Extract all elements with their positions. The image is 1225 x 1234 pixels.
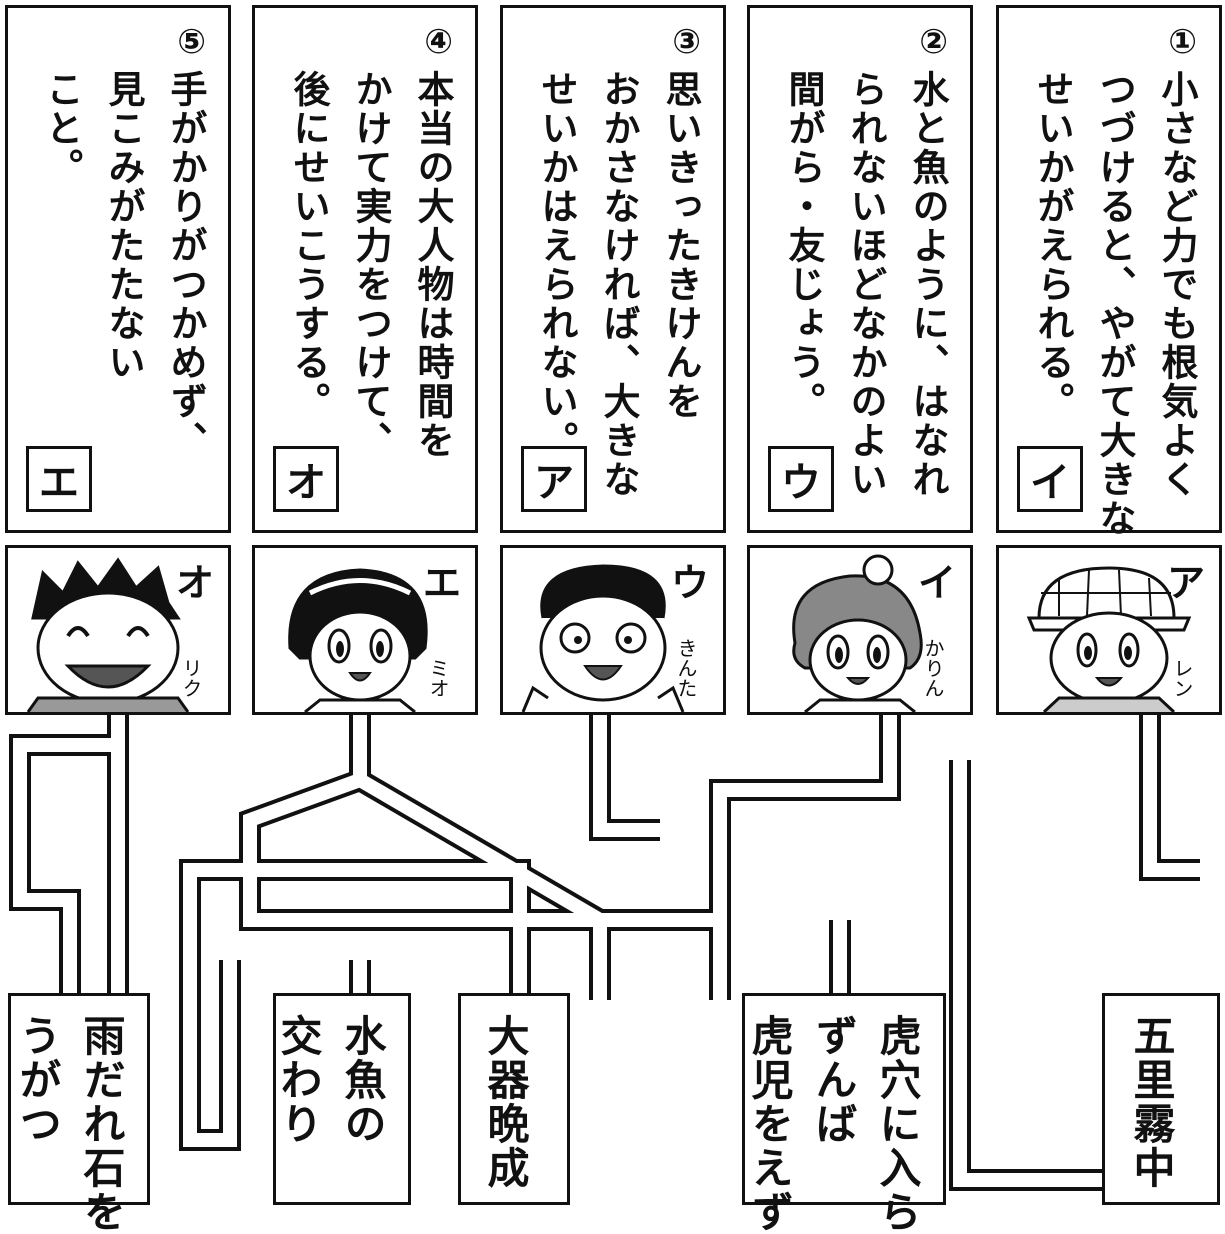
character-card-u[interactable]: ウ きんた	[500, 545, 726, 715]
character-card-a[interactable]: ア レン	[996, 545, 1222, 715]
clue-line: せいかがえられる。	[1031, 70, 1074, 421]
clue-line: こと。	[40, 70, 83, 187]
character-letter: ウ	[670, 561, 709, 605]
answer-box[interactable]: イ	[1017, 446, 1083, 512]
idiom-text: 五里霧中	[1119, 1014, 1183, 1204]
character-name: かりん	[921, 638, 945, 698]
idiom-line: 雨だれ石を	[77, 1014, 126, 1234]
clue-number: ④	[424, 22, 453, 62]
character-letter: オ	[175, 561, 214, 605]
character-letter: エ	[422, 561, 461, 605]
boy-cap-face-icon	[1026, 566, 1192, 712]
clue-text: 思いきったきけんを おかさなければ、大きな せいかはえられない。	[525, 70, 711, 499]
idiom-text: 水魚の 交わり	[266, 1014, 394, 1204]
clue-line: 小さなど力でも根気よく	[1155, 70, 1198, 499]
answer-box[interactable]: ア	[521, 446, 587, 512]
clue-card-2: ② 水と魚のように、はなれ られないほどなかのよい 間がら・友じょう。 ウ	[747, 5, 973, 533]
clue-text: 水と魚のように、はなれ られないほどなかのよい 間がら・友じょう。	[772, 70, 958, 499]
girl-ponytail-face-icon	[792, 554, 923, 712]
idiom-line: ずんば	[809, 1014, 858, 1146]
clue-text: 小さなど力でも根気よく つづけると、やがて大きな せいかがえられる。	[1021, 70, 1207, 538]
clue-line: つづけると、やがて大きな	[1093, 70, 1136, 538]
clue-line: 間がら・友じょう。	[782, 70, 825, 421]
idiom-line: 水魚の	[338, 1014, 387, 1146]
clue-number: ③	[672, 22, 701, 62]
clue-card-1: ① 小さなど力でも根気よく つづけると、やがて大きな せいかがえられる。 イ	[996, 5, 1222, 538]
character-card-o[interactable]: オ リク	[5, 545, 231, 715]
clue-line: 手がかりがつかめず、	[164, 70, 207, 460]
clue-line: 水と魚のように、はなれ	[906, 70, 949, 499]
clue-line: かけて実力をつけて、	[349, 70, 392, 460]
spiky-hair-boy-face-icon	[26, 557, 190, 712]
idiom-line: 五里霧中	[1127, 1014, 1176, 1190]
idiom-line: うがつ	[13, 1014, 62, 1146]
clue-text: 本当の大人物は時間を かけて実力をつけて、 後にせいこうする。	[277, 70, 463, 470]
girl-headband-face-icon	[288, 568, 428, 712]
idiom-card-gori[interactable]: 五里霧中	[1102, 993, 1220, 1205]
idiom-text: 虎穴に入ら ずんば 虎児をえず	[737, 1014, 929, 1234]
idiom-line: 虎児をえず	[745, 1014, 794, 1234]
idiom-card-amadare[interactable]: 雨だれ石を うがつ	[5, 993, 150, 1234]
clue-number: ①	[1168, 22, 1197, 62]
curly-hair-boy-face-icon	[521, 564, 685, 712]
clue-line: られないほどなかのよい	[844, 70, 887, 499]
idiom-card-koketsu[interactable]: 虎穴に入ら ずんば 虎児をえず	[742, 993, 946, 1234]
character-name: レン	[1170, 658, 1194, 698]
idiom-line: 大器晩成	[481, 1014, 530, 1190]
maze-paths	[9, 715, 1200, 1191]
character-name: きんた	[674, 638, 698, 698]
clue-line: 見こみがたたない	[102, 70, 145, 382]
clue-line: おかさなければ、大きな	[597, 70, 640, 499]
answer-box[interactable]: オ	[273, 446, 339, 512]
clue-line: 後にせいこうする。	[287, 70, 330, 421]
idiom-card-suigyo[interactable]: 水魚の 交わり	[273, 993, 411, 1205]
character-card-e[interactable]: エ ミオ	[252, 545, 478, 715]
character-letter: イ	[917, 561, 956, 605]
clue-number: ②	[919, 22, 948, 62]
idiom-card-taiki[interactable]: 大器晩成	[458, 993, 570, 1205]
idiom-text: 雨だれ石を うがつ	[5, 1014, 133, 1234]
idiom-line: 虎穴に入ら	[873, 1014, 922, 1234]
character-name: ミオ	[426, 658, 450, 698]
clue-card-5: ⑤ 手がかりがつかめず、 見こみがたたない こと。 エ	[5, 5, 231, 533]
clue-card-3: ③ 思いきったきけんを おかさなければ、大きな せいかはえられない。 ア	[500, 5, 726, 533]
idiom-line: 交わり	[274, 1014, 323, 1146]
clue-line: 思いきったきけんを	[659, 70, 702, 421]
clue-card-4: ④ 本当の大人物は時間を かけて実力をつけて、 後にせいこうする。 オ	[252, 5, 478, 533]
clue-line: せいかはえられない。	[535, 70, 578, 460]
clue-number: ⑤	[177, 22, 206, 62]
character-name: リク	[179, 658, 203, 698]
idiom-text: 大器晩成	[473, 1014, 537, 1204]
answer-box[interactable]: エ	[26, 446, 92, 512]
answer-box[interactable]: ウ	[768, 446, 834, 512]
character-letter: ア	[1166, 561, 1205, 605]
clue-line: 本当の大人物は時間を	[411, 70, 454, 460]
clue-text: 手がかりがつかめず、 見こみがたたない こと。	[30, 70, 216, 470]
character-card-i[interactable]: イ かりん	[747, 545, 973, 715]
